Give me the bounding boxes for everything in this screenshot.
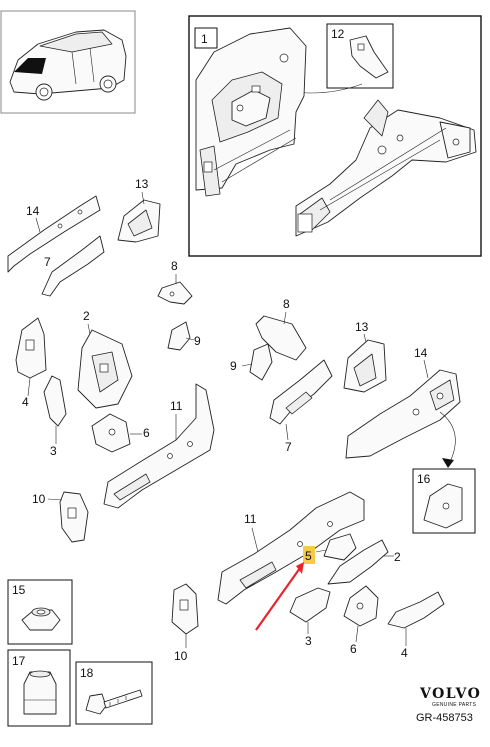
inset-17: 17 — [7, 649, 71, 727]
brand-block: VOLVO GENUINE PARTS GR-458753 — [416, 686, 481, 724]
callout-16[interactable]: 16 — [417, 472, 431, 486]
callout-8-upper-left[interactable]: 8 — [171, 259, 178, 273]
part-9-right: 9 — [230, 343, 273, 381]
callout-8-middle-right[interactable]: 8 — [283, 297, 290, 311]
side-rail-assembly-drawing — [295, 99, 477, 237]
callout-17[interactable]: 17 — [12, 654, 26, 668]
callout-4-lower[interactable]: 4 — [401, 646, 408, 660]
part-8-left: 8 — [157, 259, 193, 305]
callout-11-lower[interactable]: 11 — [244, 512, 257, 526]
callout-9-upper-left[interactable]: 9 — [194, 334, 201, 348]
callout-14-middle-right[interactable]: 14 — [414, 346, 428, 360]
part-11-lower: 11 — [217, 491, 365, 605]
callout-6-lower[interactable]: 6 — [350, 642, 357, 656]
part-5-highlighted: 5 — [303, 533, 357, 564]
callout-10-lower[interactable]: 10 — [174, 649, 188, 663]
callout-13-middle-right[interactable]: 13 — [355, 320, 369, 334]
callout-7-upper-left[interactable]: 7 — [44, 255, 51, 269]
callout-13-upper-left[interactable]: 13 — [135, 177, 149, 191]
part-7-left: 7 — [41, 235, 105, 297]
part-2-lower: 2 — [327, 539, 401, 585]
callout-7-middle-right[interactable]: 7 — [285, 440, 292, 454]
callout-2-lower[interactable]: 2 — [394, 550, 401, 564]
part-3-left: 3 — [43, 375, 67, 458]
callout-11-upper-left[interactable]: 11 — [170, 399, 183, 413]
part-13-left: 13 — [117, 177, 161, 243]
part-11-left: 11 — [103, 383, 215, 509]
part-8-right: 8 — [255, 297, 307, 361]
part-2-left: 2 — [77, 309, 133, 409]
callout-6-upper-left[interactable]: 6 — [143, 426, 150, 440]
callout-3-upper-left[interactable]: 3 — [50, 444, 57, 458]
callout-1[interactable]: 1 — [201, 32, 208, 46]
part-4-lower: 4 — [387, 591, 445, 660]
highlight-badge — [303, 546, 315, 564]
diagram-reference: GR-458753 — [416, 712, 473, 724]
inset-16: 16 — [412, 411, 476, 534]
part-6-left: 6 — [91, 413, 150, 453]
callout-14-upper-left[interactable]: 14 — [26, 204, 40, 218]
part-9-left: 9 — [167, 321, 201, 351]
inset-15: 15 — [7, 579, 73, 645]
callout-15[interactable]: 15 — [12, 583, 26, 597]
part-14-right: 14 — [345, 346, 461, 459]
part-7-right: 7 — [269, 359, 333, 454]
callout-3-lower[interactable]: 3 — [305, 634, 312, 648]
part-3-lower: 3 — [289, 587, 331, 648]
vehicle-thumbnail — [0, 10, 136, 114]
callout-2-upper-left[interactable]: 2 — [83, 309, 90, 323]
assembly-overview-frame: 1 12 — [188, 15, 482, 257]
callout-10-upper-left[interactable]: 10 — [32, 492, 46, 506]
callout-5[interactable]: 5 — [305, 549, 312, 563]
callout-9-middle-right[interactable]: 9 — [230, 359, 237, 373]
part-4-left: 4 — [15, 317, 47, 409]
part-10-lower: 10 — [171, 583, 199, 663]
brand-tagline: GENUINE PARTS — [432, 702, 477, 708]
brand-logo: VOLVO — [419, 686, 481, 702]
red-pointer-arrow-icon — [255, 562, 304, 631]
part-14-left: 14 — [7, 195, 101, 273]
front-structure-drawing — [195, 27, 307, 197]
callout-4-upper-left[interactable]: 4 — [22, 395, 29, 409]
inset-18: 18 — [75, 661, 153, 725]
part-10-left: 10 — [32, 491, 89, 543]
suv-thumbnail-icon — [9, 29, 127, 101]
part-13-right: 13 — [343, 320, 387, 393]
callout-18[interactable]: 18 — [80, 666, 94, 680]
callout-12[interactable]: 12 — [331, 27, 345, 41]
part-6-lower: 6 — [343, 585, 379, 656]
